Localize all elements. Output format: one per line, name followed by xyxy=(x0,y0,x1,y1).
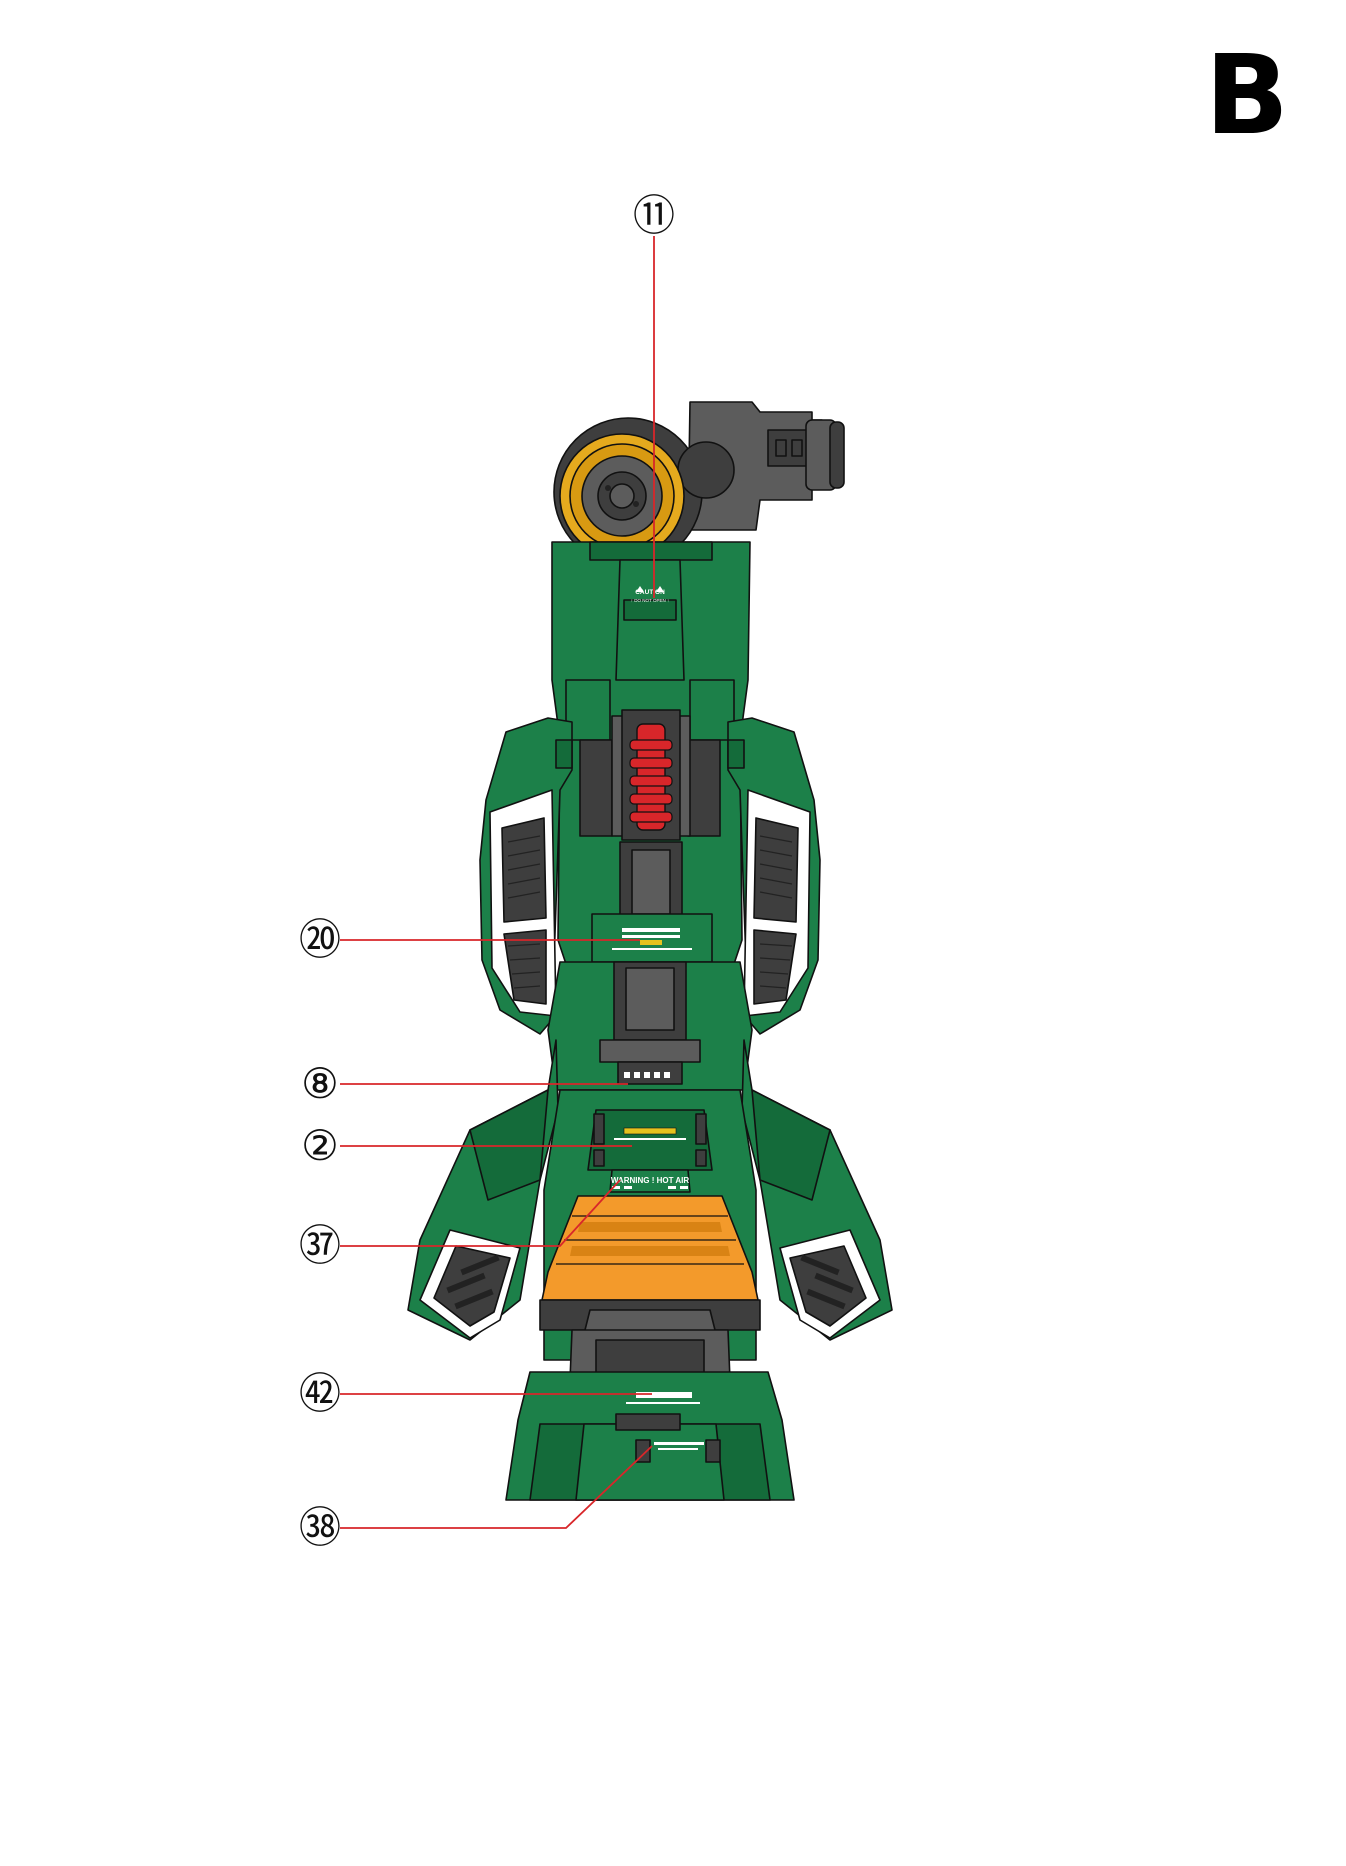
page-letter: B xyxy=(1205,31,1289,159)
left-shoulder-armor xyxy=(479,717,573,1035)
callout-37: ㊲ xyxy=(299,1222,341,1269)
callout-8: ⑧ xyxy=(301,1060,339,1107)
orange-vent-plate xyxy=(541,1195,759,1301)
turret-assembly xyxy=(553,401,845,567)
warning-hot-air-decal: WARNING ! HOT AIR xyxy=(611,1176,690,1185)
callout-42: ㊷ xyxy=(299,1370,341,1417)
callout-11: ⑪ xyxy=(633,192,675,239)
leader-lines xyxy=(340,236,655,1529)
leader-line-37 xyxy=(340,1179,621,1247)
leader-line-38 xyxy=(340,1445,653,1529)
callout-2: ② xyxy=(301,1122,339,1169)
upper-torso: CAUTION ↑ DO NOT OPEN ↑ xyxy=(551,541,751,771)
red-spring-part xyxy=(629,723,673,831)
mid-torso xyxy=(557,709,743,1001)
lower-torso xyxy=(547,961,753,1091)
callouts: ⑪ ⑳ ⑧ ② ㊲ ㊷ ㊳ xyxy=(299,192,675,1551)
front-skirt xyxy=(505,1329,795,1501)
caution-decal-title: CAUTION xyxy=(635,589,665,596)
callout-38: ㊳ xyxy=(299,1504,341,1551)
skirt-flare: WARNING ! HOT AIR xyxy=(407,1039,893,1361)
caution-decal-subtitle: ↑ DO NOT OPEN ↑ xyxy=(631,598,669,603)
callout-20: ⑳ xyxy=(299,916,341,963)
right-shoulder-armor xyxy=(727,717,821,1035)
